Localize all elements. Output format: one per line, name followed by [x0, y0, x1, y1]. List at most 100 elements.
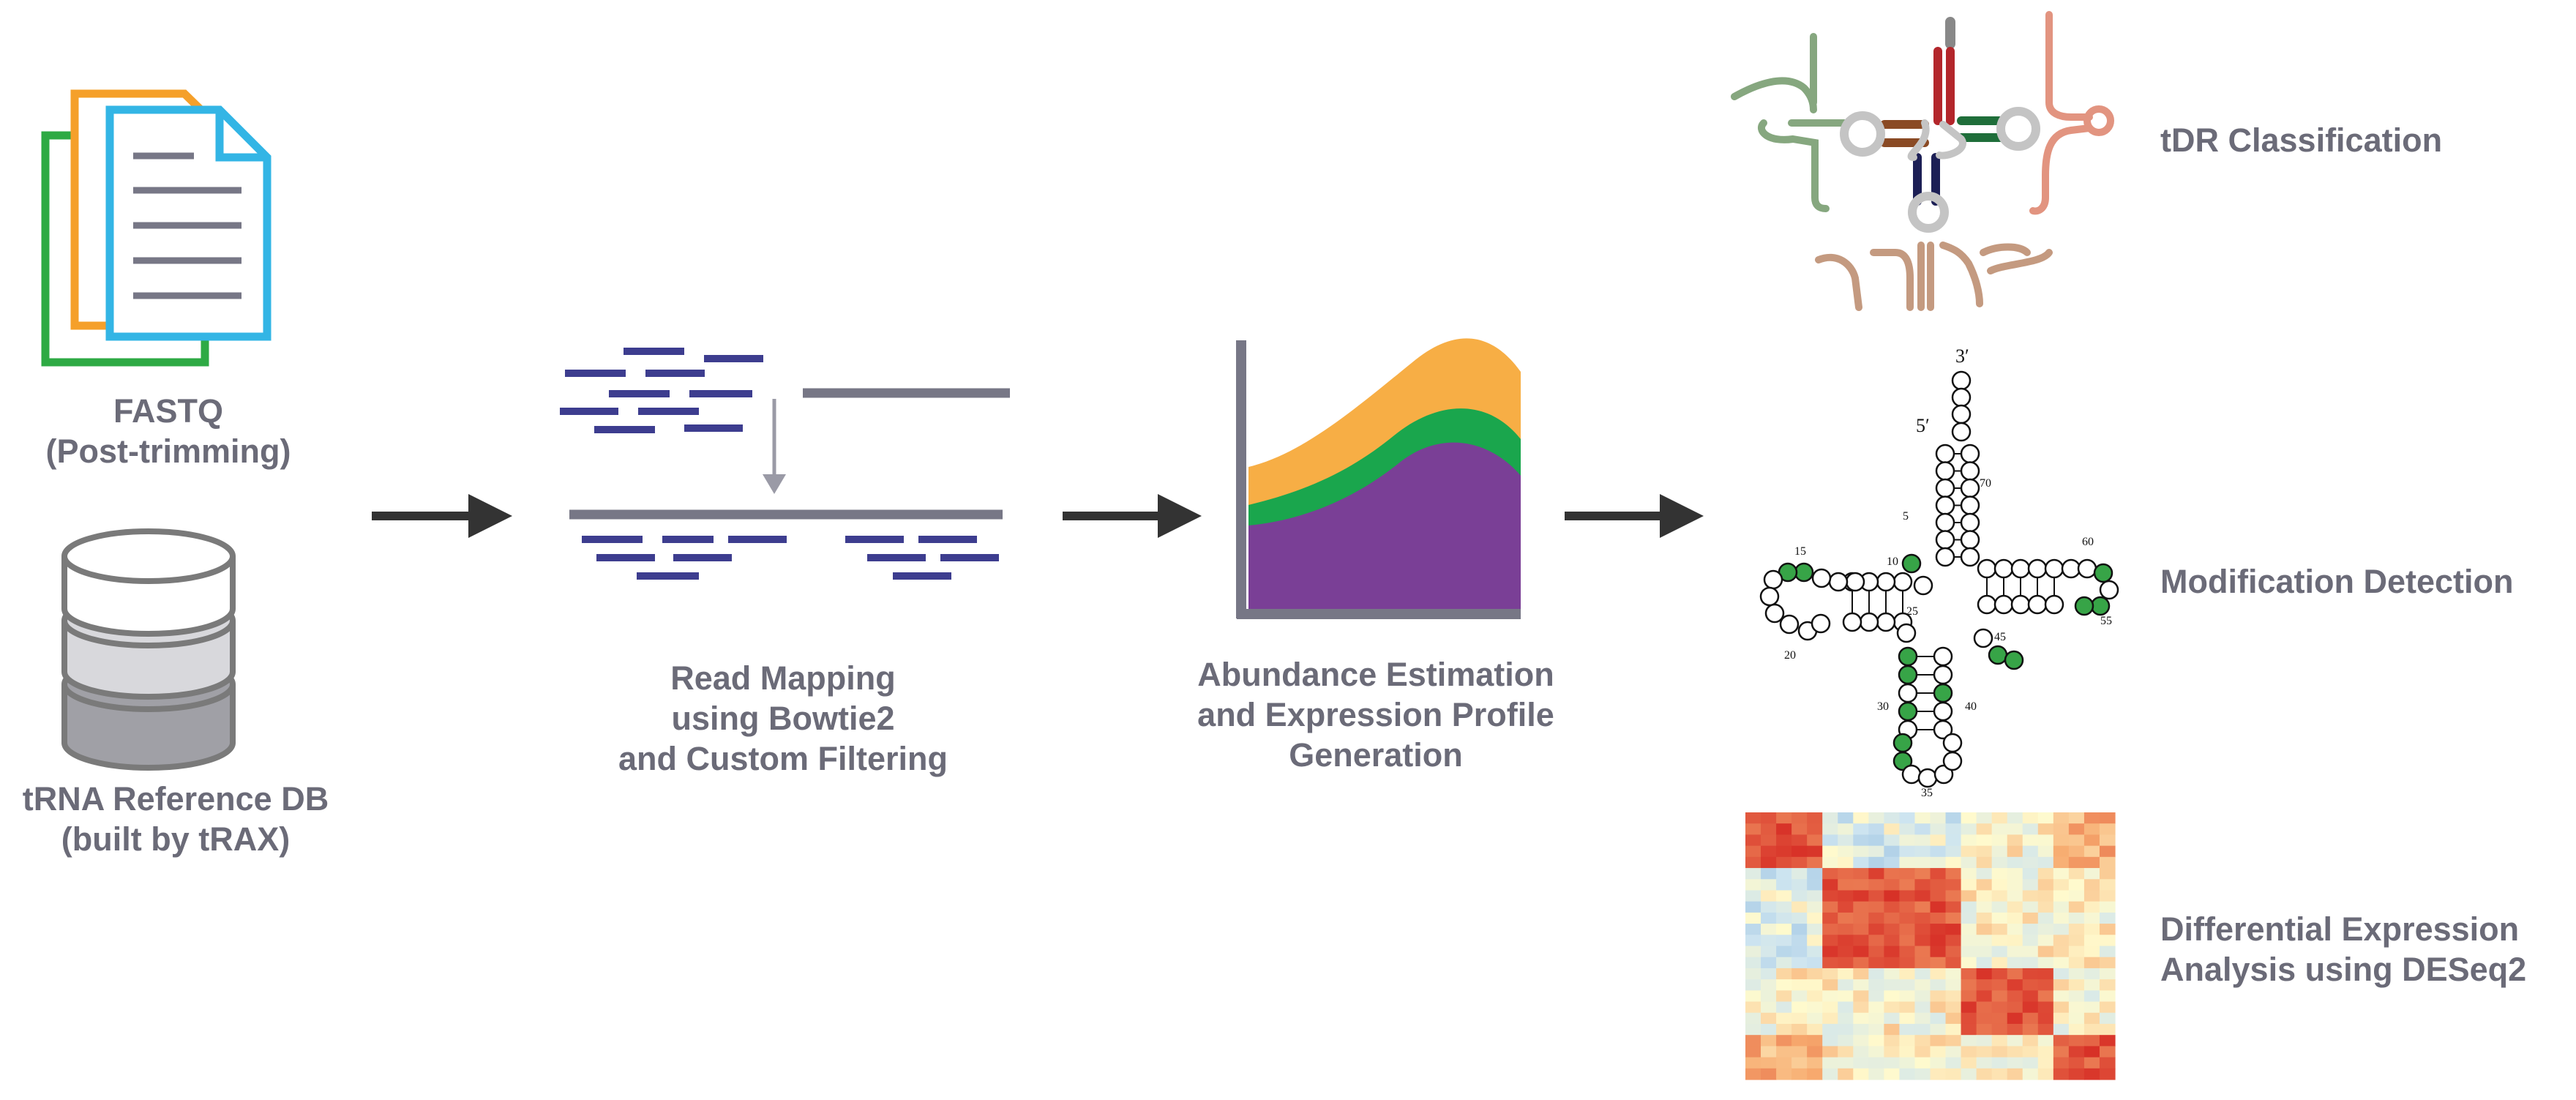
heatmap-cell	[1961, 935, 1977, 947]
modified-nucleotide	[1898, 646, 1918, 667]
heatmap-cell	[1914, 924, 1931, 935]
nucleotide	[1933, 646, 1953, 667]
heatmap-cell	[1776, 834, 1792, 847]
heatmap-cell	[1899, 990, 1916, 1003]
nucleotide	[1859, 612, 1879, 632]
nucleotide	[1993, 594, 2014, 615]
heatmap-cell	[1745, 845, 1761, 858]
heatmap-cell	[2037, 1057, 2054, 1069]
heatmap-cell	[1945, 823, 1962, 836]
heatmap-cell	[1853, 912, 1869, 924]
heatmap-cell	[1761, 1023, 1777, 1036]
heatmap-cell	[1868, 979, 1884, 991]
heatmap-cell	[1976, 890, 1993, 902]
heatmap-cell	[1745, 1012, 1761, 1025]
heatmap-cell	[2053, 879, 2070, 891]
heatmap-cell	[1884, 834, 1901, 847]
heatmap-cell	[1791, 1046, 1808, 1058]
heatmap-cell	[1961, 834, 1977, 847]
heatmap-cell	[1745, 968, 1761, 980]
heatmap-cell	[1791, 990, 1808, 1003]
heatmap-cell	[2007, 1035, 2023, 1047]
heatmap-cell	[1853, 879, 1869, 891]
heatmap-cell	[1914, 845, 1931, 858]
heatmap-cell	[2053, 968, 2070, 980]
heatmap-cell	[1791, 946, 1808, 958]
heatmap-cell	[2053, 1057, 2070, 1069]
heatmap-cell	[1807, 901, 1823, 913]
heatmap-cell	[1930, 812, 1947, 824]
heatmap-cell	[2068, 834, 2085, 847]
heatmap-cell	[1822, 901, 1838, 913]
heatmap-cell	[1868, 1001, 1884, 1014]
nucleotide	[1779, 614, 1800, 635]
heatmap-cell	[2007, 868, 2023, 880]
heatmap-cell	[1853, 1046, 1869, 1058]
heatmap-cell	[1745, 856, 1761, 869]
heatmap-cell	[2007, 946, 2023, 958]
heatmap-cell	[1791, 1023, 1808, 1036]
heatmap-cell	[1822, 1001, 1838, 1014]
heatmap-cell	[2099, 968, 2116, 980]
heatmap-cell	[1822, 946, 1838, 958]
heatmap-cell	[1761, 823, 1777, 836]
heatmap-cell	[1791, 979, 1808, 991]
heatmap-cell	[1991, 1035, 2008, 1047]
heatmap-cell	[2007, 979, 2023, 991]
nucleotide	[1935, 547, 1955, 567]
heatmap-cell	[1853, 901, 1869, 913]
heatmap-cell	[1884, 1012, 1901, 1025]
heatmap-cell	[1961, 868, 1977, 880]
nucleotide	[1951, 370, 1972, 391]
heatmap-cell	[1822, 1035, 1838, 1047]
heatmap-cell	[1853, 1035, 1869, 1047]
heatmap-cell	[1807, 1068, 1823, 1080]
heatmap-cell	[1991, 868, 2008, 880]
heatmap-cell	[2099, 946, 2116, 958]
heatmap-cell	[1838, 1012, 1854, 1025]
heatmap-cell	[1961, 924, 1977, 935]
trna-db-label: tRNA Reference DB (built by tRAX)	[0, 779, 351, 860]
nucleotide	[1898, 683, 1918, 703]
heatmap-cell	[1745, 823, 1761, 836]
heatmap-cell	[1822, 990, 1838, 1003]
nucleotide	[1951, 404, 1972, 424]
heatmap-cell	[2007, 812, 2023, 824]
heatmap-cell	[1976, 946, 1993, 958]
heatmap-cell	[2022, 912, 2039, 924]
heatmap-cell	[2053, 856, 2070, 869]
heatmap-cell	[1868, 1023, 1884, 1036]
heatmap-cell	[2099, 812, 2116, 824]
heatmap-cell	[2022, 924, 2039, 935]
heatmap-cell	[2099, 1046, 2116, 1058]
heatmap-cell	[2083, 868, 2100, 880]
heatmap-cell	[2099, 1057, 2116, 1069]
heatmap-cell	[2037, 946, 2054, 958]
heatmap-cell	[2007, 935, 2023, 947]
heatmap-cell	[1976, 924, 1993, 935]
heatmap-cell	[1776, 1001, 1792, 1014]
heatmap-cell	[1868, 1068, 1884, 1080]
heatmap-cell	[1868, 879, 1884, 891]
fastq-label: FASTQ (Post-trimming)	[22, 392, 315, 472]
heatmap-cell	[1838, 912, 1854, 924]
heatmap-cell	[1899, 1001, 1916, 1014]
heatmap-cell	[1761, 1068, 1777, 1080]
heatmap-cell	[1745, 812, 1761, 824]
heatmap-cell	[1961, 812, 1977, 824]
heatmap-cell	[1776, 812, 1792, 824]
heatmap-cell	[1822, 935, 1838, 947]
nucleotide	[2010, 558, 2031, 579]
heatmap-cell	[2083, 935, 2100, 947]
heatmap-cell	[1776, 946, 1792, 958]
heatmap-cell	[1884, 879, 1901, 891]
heatmap-cell	[1899, 912, 1916, 924]
heatmap-cell	[2007, 957, 2023, 969]
heatmap-cell	[1822, 868, 1838, 880]
read-mapping-line3: and Custom Filtering	[618, 739, 948, 777]
position-label: 20	[1784, 649, 1796, 662]
heatmap-cell	[1930, 868, 1947, 880]
heatmap-cell	[1822, 979, 1838, 991]
heatmap-cell	[1807, 935, 1823, 947]
heatmap-cell	[2053, 1001, 2070, 1014]
